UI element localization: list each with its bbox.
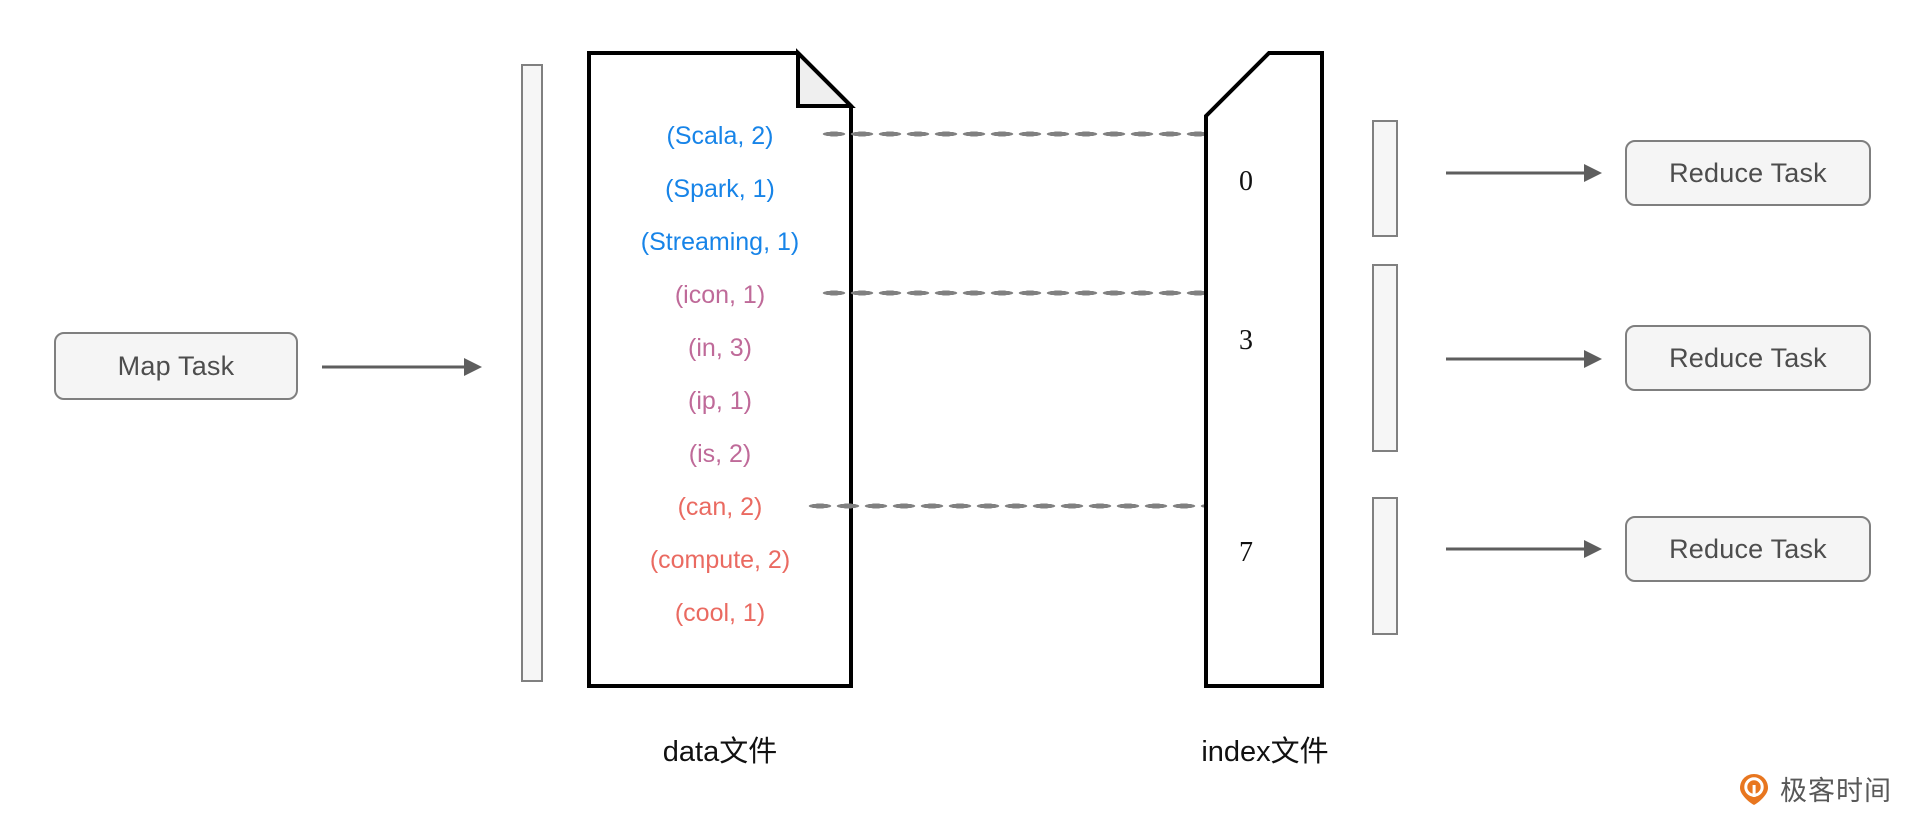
index-file-shape: 0 3 7 (1203, 50, 1325, 689)
index-offset-value: 3 (1239, 325, 1253, 356)
arrow-shaft (1446, 171, 1588, 175)
geektime-logo-icon (1740, 773, 1768, 805)
map-task-box[interactable]: Map Task (54, 332, 298, 400)
arrow-head-icon (1584, 350, 1602, 368)
arrow-head-icon (1584, 540, 1602, 558)
record-line: (in, 3) (688, 334, 752, 362)
reduce-input-bar-3 (1372, 497, 1398, 635)
index-offset-value: 0 (1239, 166, 1253, 197)
record-line: (icon, 1) (674, 281, 766, 309)
reduce-task-box-1[interactable]: Reduce Task (1625, 140, 1871, 206)
arrow-to-reduce-task-3 (1446, 540, 1602, 558)
arrow-head-icon (1584, 164, 1602, 182)
record-line: (can, 2) (677, 493, 763, 521)
dotted-connector-offset-7 (806, 503, 1220, 509)
arrow-shaft (1446, 547, 1588, 551)
map-task-label: Map Task (117, 350, 235, 381)
data-file-records: (Scala, 2) (Spark, 1) (Streaming, 1) (ic… (586, 110, 854, 640)
reduce-task-box-2[interactable]: Reduce Task (1625, 325, 1871, 391)
arrow-shaft (1446, 357, 1588, 361)
dotted-connector-offset-3 (820, 290, 1220, 296)
reduce-task-label: Reduce Task (1669, 157, 1827, 188)
watermark: 极客时间 (1737, 769, 1892, 808)
data-file-shape: (Scala, 2) (Spark, 1) (Streaming, 1) (ic… (586, 48, 856, 689)
data-file-outline-icon (587, 48, 856, 688)
reduce-task-label: Reduce Task (1669, 533, 1827, 564)
reduce-task-label: Reduce Task (1669, 342, 1827, 373)
record-line: (Scala, 2) (666, 122, 774, 150)
map-output-buffer-bar (521, 64, 543, 682)
arrow-to-reduce-task-2 (1446, 350, 1602, 368)
reduce-task-box-3[interactable]: Reduce Task (1625, 516, 1871, 582)
index-file-caption: index文件 (1201, 736, 1329, 768)
index-file-outline-icon (1204, 51, 1324, 688)
record-line: (Streaming, 1) (640, 228, 800, 256)
index-offset-value: 7 (1239, 537, 1253, 568)
record-line: (compute, 2) (649, 546, 791, 574)
record-line: (Spark, 1) (665, 175, 775, 203)
arrow-to-reduce-task-1 (1446, 164, 1602, 182)
reduce-input-bar-1 (1372, 120, 1398, 237)
watermark-text: 极客时间 (1780, 776, 1892, 806)
arrow-map-to-buffer (322, 358, 482, 376)
arrow-shaft (322, 365, 468, 369)
arrow-head-icon (464, 358, 482, 376)
dotted-connector-offset-0 (820, 131, 1220, 137)
record-line: (ip, 1) (688, 387, 752, 415)
reduce-input-bar-2 (1372, 264, 1398, 452)
record-line: (cool, 1) (674, 599, 766, 627)
data-file-caption: data文件 (662, 736, 778, 768)
record-line: (is, 2) (688, 440, 752, 468)
